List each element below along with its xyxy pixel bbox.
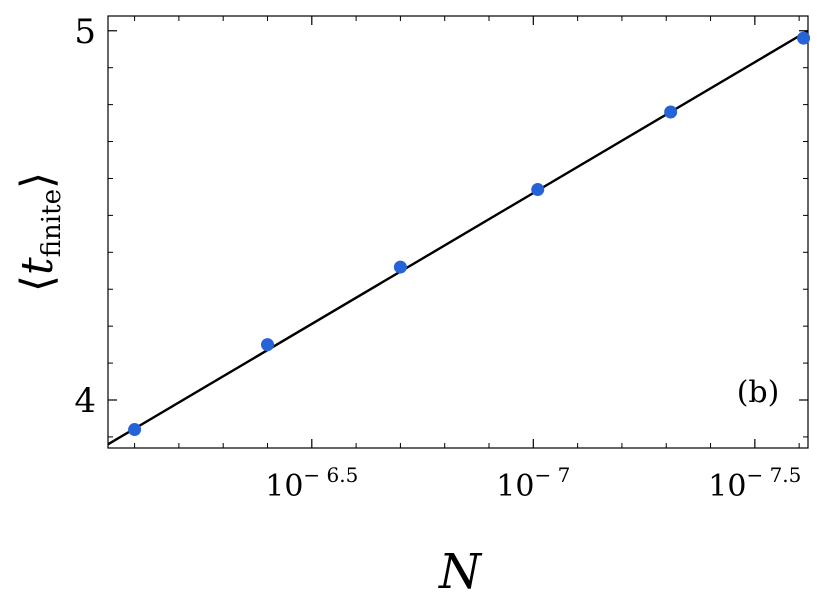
fit-line-group — [107, 29, 809, 446]
svg-text:⟨tfinite⟩: ⟨tfinite⟩ — [12, 172, 67, 292]
fit-line — [107, 29, 809, 446]
x-axis-title: N — [438, 544, 483, 600]
data-point — [393, 260, 407, 274]
data-point — [260, 338, 274, 352]
x-tick-label: 10− 6.5 — [265, 463, 358, 504]
y-axis-title-subscript: finite — [37, 189, 67, 257]
y-axis-title-main: t — [12, 257, 63, 275]
x-tick-label: 10− 7 — [496, 463, 570, 504]
x-tick-label-exponent: − 7 — [534, 463, 570, 487]
data-points — [128, 31, 811, 437]
x-tick-label-exponent: − 6.5 — [303, 463, 358, 487]
x-tick-label-base: 10 — [708, 469, 746, 504]
x-tick-label-base: 10 — [496, 469, 534, 504]
y-tick-label: 5 — [74, 12, 96, 52]
y-tick-label: 4 — [74, 381, 96, 421]
data-point — [128, 423, 142, 437]
y-axis-title-bracket-right: ⟩ — [12, 172, 63, 189]
x-tick-label-base: 10 — [265, 469, 303, 504]
data-point — [797, 31, 811, 45]
x-tick-label: 10− 7.5 — [708, 463, 801, 504]
axis-ticks — [108, 16, 808, 448]
plot-area-frame — [107, 15, 809, 449]
y-axis-title-bracket-left: ⟨ — [12, 275, 63, 292]
x-tick-label-exponent: − 7.5 — [746, 463, 801, 487]
data-point — [531, 183, 545, 197]
panel-label: (b) — [737, 375, 780, 410]
y-axis-title: ⟨tfinite⟩ — [12, 172, 67, 292]
data-point — [664, 105, 678, 119]
y-tick-labels: 45 — [74, 12, 96, 421]
